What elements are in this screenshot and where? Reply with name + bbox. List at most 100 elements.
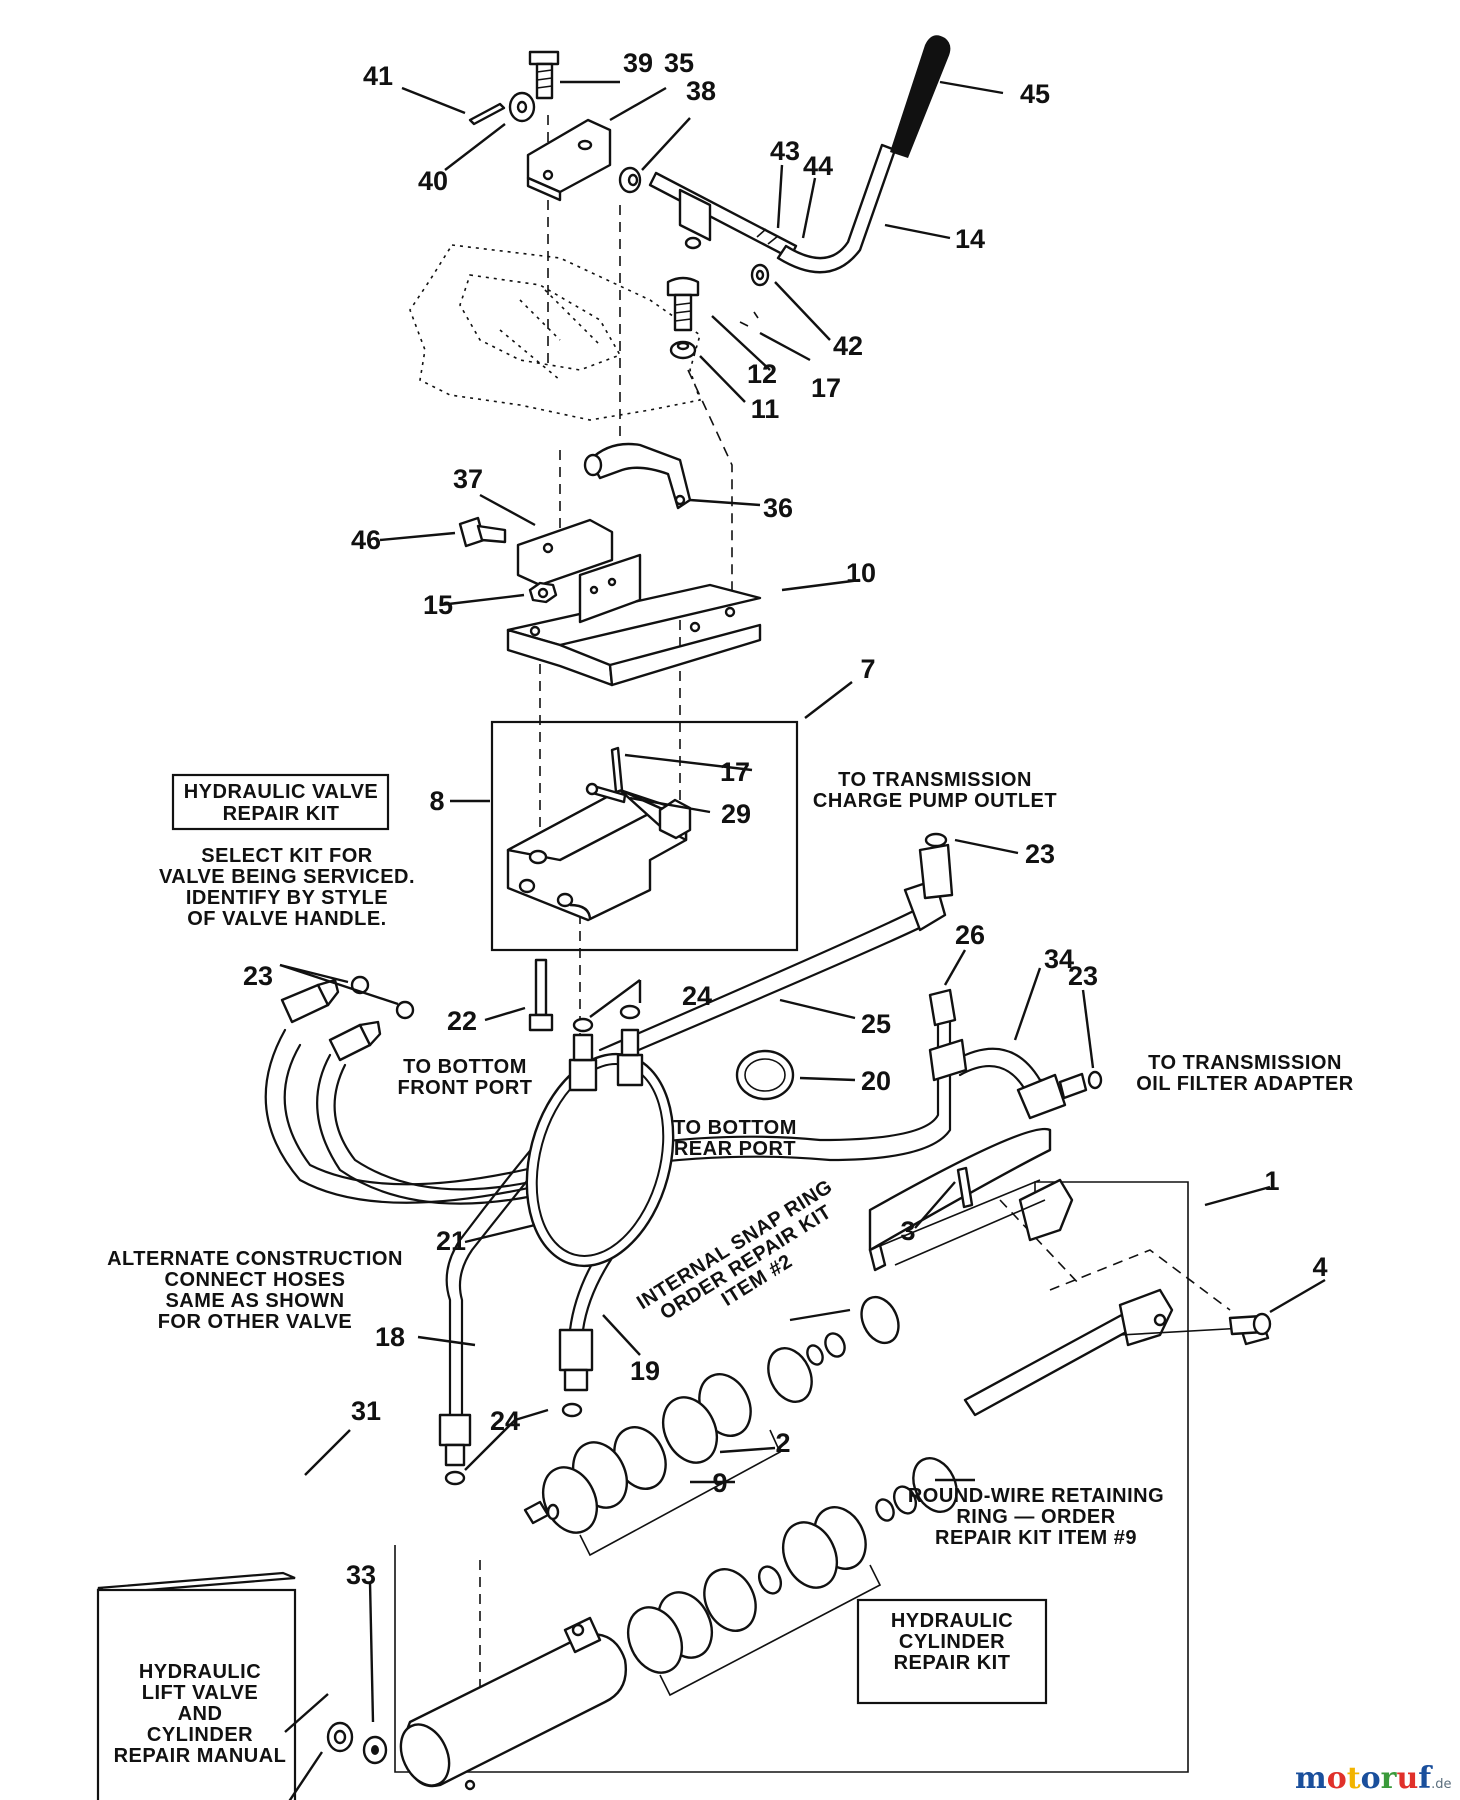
caption-line: FRONT PORT (398, 1077, 533, 1099)
caption-line: HYDRAULIC VALVE (184, 781, 379, 803)
caption-line: HYDRAULIC (891, 1610, 1013, 1632)
callout-37: 37 (453, 464, 483, 494)
fasteners-32-33 (326, 1721, 388, 1765)
leader-arrows (279, 80, 1326, 1800)
callout-17: 17 (811, 373, 841, 403)
callout-26: 26 (955, 920, 985, 950)
rod-ends (868, 1127, 1270, 1417)
caption-line: IDENTIFY BY STYLE (186, 887, 388, 909)
bracket-36 (583, 442, 692, 510)
callout-14: 14 (955, 224, 985, 254)
ring-21 (525, 1052, 675, 1268)
callout-41: 41 (363, 61, 393, 91)
callout-24: 24 (490, 1406, 520, 1436)
washer-42 (750, 263, 770, 287)
handle-grip-45 (890, 35, 951, 158)
callout-36: 36 (763, 493, 793, 523)
callout-23: 23 (243, 961, 273, 991)
repair-manual (96, 1571, 297, 1800)
callout-2: 2 (775, 1428, 790, 1458)
caption-line: REPAIR KIT ITEM #9 (935, 1527, 1137, 1549)
lever-14 (648, 143, 897, 274)
callout-40: 40 (418, 166, 448, 196)
bracket-37 (516, 518, 614, 587)
nut-11 (669, 340, 697, 360)
pin-29 (585, 782, 627, 804)
callout-35: 35 (664, 48, 694, 78)
callout-38: 38 (686, 76, 716, 106)
pin-4 (1228, 1312, 1272, 1336)
callout-18: 18 (375, 1322, 405, 1352)
callout-9: 9 (712, 1468, 727, 1498)
callout-7: 7 (860, 654, 875, 684)
callout-43: 43 (770, 136, 800, 166)
bolt-12 (666, 276, 700, 332)
caption-line: VALVE BEING SERVICED. (159, 866, 415, 888)
callout-46: 46 (351, 525, 381, 555)
callout-15: 15 (423, 590, 453, 620)
callout-8: 8 (429, 786, 444, 816)
callout-22: 22 (447, 1006, 477, 1036)
clamp-26 (928, 988, 968, 1082)
nut-15 (528, 581, 558, 604)
caption-line: FOR OTHER VALVE (158, 1311, 353, 1333)
caption-line: OF VALVE HANDLE. (187, 908, 386, 930)
piston-seals-9 (523, 1457, 958, 1697)
clip-20 (735, 1049, 795, 1101)
callout-17: 17 (720, 757, 750, 787)
callout-24: 24 (682, 981, 712, 1011)
callout-23: 23 (1025, 839, 1055, 869)
caption-line: REAR PORT (674, 1138, 796, 1160)
callout-44: 44 (803, 151, 833, 181)
watermark: motoruf.de (1295, 1761, 1452, 1796)
caption-line: ROUND-WIRE RETAINING (908, 1485, 1164, 1507)
caption-line: TO TRANSMISSION (1148, 1052, 1342, 1074)
hydraulic-cylinder-1 (399, 1616, 627, 1791)
callout-29: 29 (721, 799, 751, 829)
callout-39: 39 (623, 48, 653, 78)
cotter-pin-41 (468, 102, 506, 126)
pin-17-top (739, 311, 759, 327)
caption-line: CYLINDER (147, 1724, 253, 1746)
callout-11: 11 (751, 394, 780, 424)
caption-line: REPAIR MANUAL (114, 1745, 287, 1767)
callout-1: 1 (1264, 1166, 1279, 1196)
callout-34: 34 (1044, 944, 1074, 974)
callout-10: 10 (846, 558, 876, 588)
callout-31: 31 (351, 1396, 381, 1426)
washer-38 (618, 166, 642, 194)
callout-45: 45 (1020, 79, 1050, 109)
callout-4: 4 (1312, 1252, 1327, 1282)
cylinder-kit-box (856, 1598, 1048, 1705)
caption-line: TO BOTTOM (403, 1056, 527, 1078)
valve-kit-box (171, 773, 390, 831)
callout-12: 12 (747, 359, 777, 389)
bolt-46 (458, 516, 507, 548)
chassis-outline (409, 244, 702, 421)
caption-line: REPAIR KIT (223, 803, 340, 825)
caption-line: AND (178, 1703, 223, 1725)
callout-25: 25 (861, 1009, 891, 1039)
bolt-39 (528, 50, 560, 100)
caption-line: CYLINDER (899, 1631, 1005, 1653)
caption-line: CONNECT HOSES (165, 1269, 346, 1291)
callout-20: 20 (861, 1066, 891, 1096)
caption-line: TO TRANSMISSION (838, 769, 1032, 791)
caption-line: CHARGE PUMP OUTLET (813, 790, 1057, 812)
fittings (280, 832, 1103, 1486)
washer-40 (508, 91, 536, 123)
caption-line: RING — ORDER (956, 1506, 1115, 1528)
caption-line: HYDRAULIC (139, 1661, 261, 1683)
callout-3: 3 (900, 1216, 915, 1246)
caption-line: TO BOTTOM (673, 1117, 797, 1139)
